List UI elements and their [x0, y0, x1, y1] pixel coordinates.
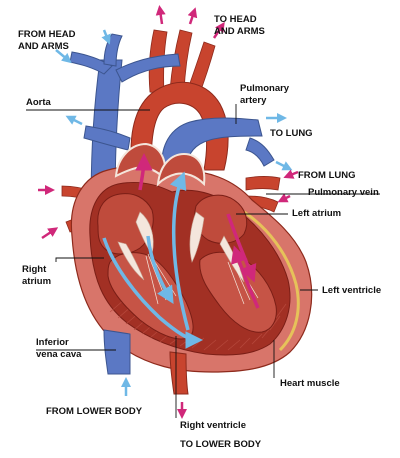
label-from-lung: FROM LUNG: [298, 170, 356, 181]
right-brachiocephalic-vein: [115, 53, 181, 83]
arrow-to-head-2: [187, 7, 198, 25]
inferior-vena-cava: [103, 329, 131, 375]
arrow-from-head-top: [101, 29, 111, 45]
label-right-atrium-1: Right: [22, 264, 47, 275]
left-carotid-artery: [169, 29, 193, 93]
label-pulmonary-vein: Pulmonary vein: [308, 187, 379, 198]
label-right-ventricle: Right ventricle: [180, 420, 246, 431]
aorta: [130, 81, 229, 171]
label-to-lower-body: TO LOWER BODY: [180, 439, 262, 450]
label-to-lung: TO LUNG: [270, 128, 313, 139]
arrow-to-lung-left: [65, 115, 83, 126]
label-right-atrium-2: atrium: [22, 276, 51, 287]
blue-flow-arrow-3: [169, 171, 190, 331]
arrow-to-head-3: [212, 21, 225, 39]
pink-flow-arrow-2: [226, 213, 257, 283]
external-arrows: [38, 5, 299, 419]
label-from-lower-body: FROM LOWER BODY: [46, 406, 143, 417]
label-inferior-vena-cava-1: Inferior: [36, 337, 69, 348]
fat-line: [243, 210, 300, 352]
arrow-from-lung-left-2: [41, 227, 59, 240]
arrow-from-lung-right-1: [283, 169, 299, 179]
left-brachiocephalic-vein: [69, 51, 113, 75]
label-pulmonary-artery-2: artery: [240, 95, 267, 106]
blue-flow-arrow-2: [146, 235, 174, 305]
right-pulmonary-artery: [83, 125, 131, 151]
pink-flow-arrow-1: [135, 153, 153, 191]
arrow-to-head-1: [155, 5, 166, 25]
label-left-ventricle: Left ventricle: [322, 285, 381, 296]
label-pulmonary-artery-1: Pulmonary: [240, 83, 290, 94]
leader-lines: [26, 104, 380, 418]
label-heart-muscle: Heart muscle: [280, 378, 340, 389]
label-from-head-arms-2: AND ARMS: [18, 41, 69, 52]
left-pulmonary-veins: [245, 176, 281, 213]
aortic-valve-cup: [156, 152, 206, 187]
descending-aorta: [169, 351, 189, 395]
label-to-head-arms-2: AND ARMS: [214, 26, 265, 37]
arrow-from-head-arms: [55, 49, 72, 64]
arrow-from-lung-right-2: [277, 193, 291, 203]
label-inferior-vena-cava-2: vena cava: [36, 349, 82, 360]
left-pulmonary-artery-branch: [245, 137, 275, 167]
label-aorta: Aorta: [26, 97, 52, 108]
label-left-atrium: Left atrium: [292, 208, 341, 219]
blue-flow-arrow-1: [102, 237, 203, 349]
label-from-head-arms-1: FROM HEAD: [18, 29, 76, 40]
leader-right-atrium: [55, 257, 104, 262]
label-to-head-arms-1: TO HEAD: [214, 14, 257, 25]
arrow-to-lung-right-2: [275, 160, 293, 171]
pink-flow-arrow-3: [231, 245, 260, 309]
